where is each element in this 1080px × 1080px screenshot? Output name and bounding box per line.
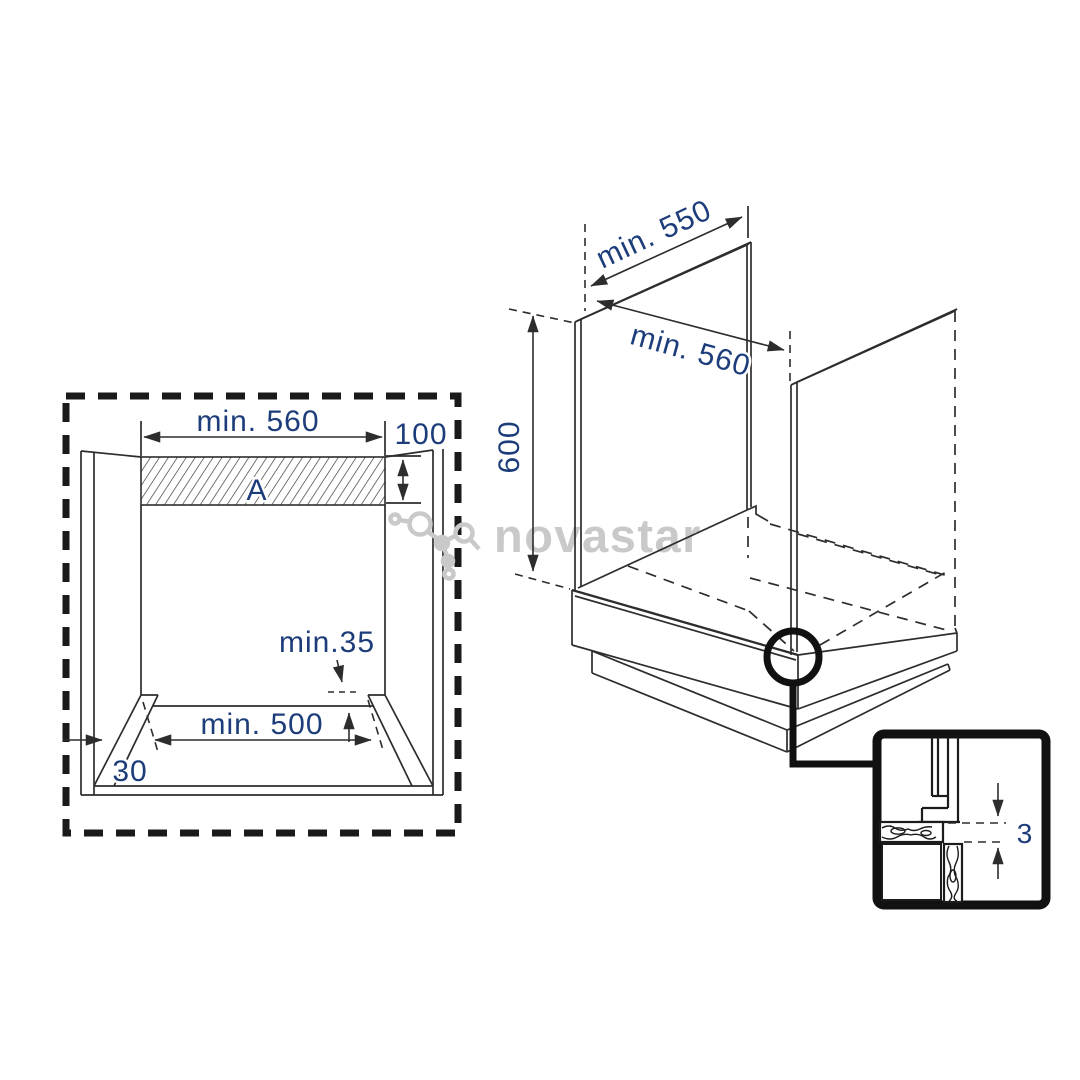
hidden-edges — [627, 311, 956, 652]
top-width-label: min. 560 — [196, 405, 319, 438]
dimension-height: 600 — [491, 308, 576, 590]
dimension-gap: 3 — [948, 783, 1035, 879]
side-clearance-label: 30 — [112, 755, 147, 788]
dimension-depth: min. 550 — [584, 191, 749, 311]
dimension-back-width: min. 560 — [596, 299, 791, 386]
dimension-niche-top-height: 100 — [386, 416, 449, 504]
right-side-panel — [790, 308, 958, 655]
front-view-diagram: A min. 560 100 min.35 min. 500 — [62, 392, 462, 837]
rear-clearance-label: min.35 — [279, 626, 375, 659]
dimension-side-clearance: 30 — [63, 734, 149, 791]
niche-top-height-label: 100 — [394, 418, 447, 451]
dashed-frame — [62, 392, 462, 837]
gap-label: 3 — [1017, 818, 1034, 849]
dimension-top-width: min. 560 — [140, 403, 386, 456]
cabinet-outline — [80, 449, 444, 796]
watermark-text: novastar — [494, 509, 702, 562]
detail-box-frame — [872, 729, 1051, 910]
wood-grain-texture — [881, 825, 959, 902]
detail-callout-circle — [763, 627, 823, 687]
back-width-label: min. 560 — [627, 319, 754, 384]
gap-detail-callout: 3 — [763, 627, 1051, 910]
isometric-view-diagram: min. 550 min. 560 600 — [491, 191, 958, 753]
dimension-bottom-width: min. 500 — [154, 706, 372, 746]
height-label: 600 — [493, 420, 526, 473]
niche-floor — [93, 694, 434, 787]
cabinet-wood-sections — [878, 820, 964, 904]
bottom-width-label: min. 500 — [200, 708, 323, 741]
base-unit — [571, 588, 958, 753]
detail-connector-line — [789, 684, 874, 768]
dimension-rear-clearance: min.35 — [276, 624, 377, 742]
novastar-logo-icon — [388, 511, 481, 581]
watermark: novastar — [388, 509, 702, 581]
ventilation-area-label: A — [246, 474, 267, 507]
oven-flange-section — [918, 737, 960, 824]
depth-label: min. 550 — [591, 193, 716, 275]
hatched-ventilation-area — [140, 456, 386, 506]
